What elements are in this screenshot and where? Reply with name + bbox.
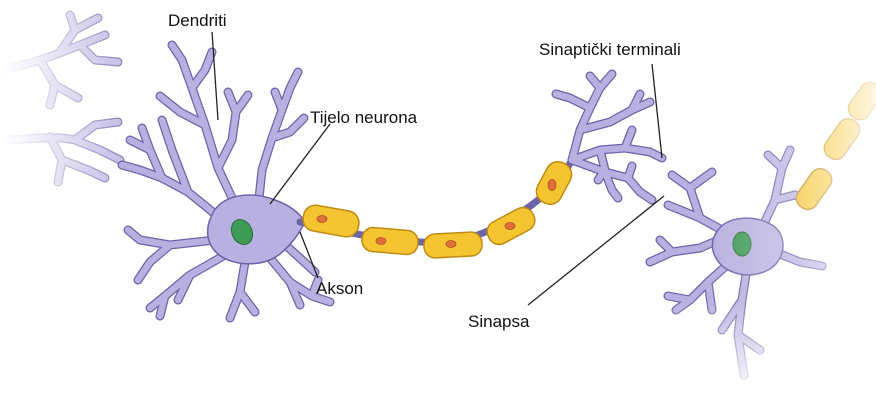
synapse-leader-line [528, 196, 664, 305]
cell-body-label: Tijelo neurona [310, 108, 418, 127]
myelin-segment [301, 203, 361, 238]
synaptic-terminals-leader-line [652, 64, 662, 158]
myelin-segment [423, 231, 482, 258]
main-neuron-dendrites [122, 45, 330, 318]
myelin-sheath [301, 157, 576, 258]
synaptic-terminals [556, 74, 662, 200]
myelin-segment [483, 204, 538, 249]
synapse-label: Sinapsa [468, 312, 530, 331]
myelin-segment [361, 227, 419, 256]
synaptic-terminals-label: Sinaptički terminali [539, 40, 681, 59]
dendrites-label: Dendriti [168, 11, 227, 30]
dendrites-leader-line [212, 32, 218, 120]
axon-label: Akson [316, 279, 363, 298]
